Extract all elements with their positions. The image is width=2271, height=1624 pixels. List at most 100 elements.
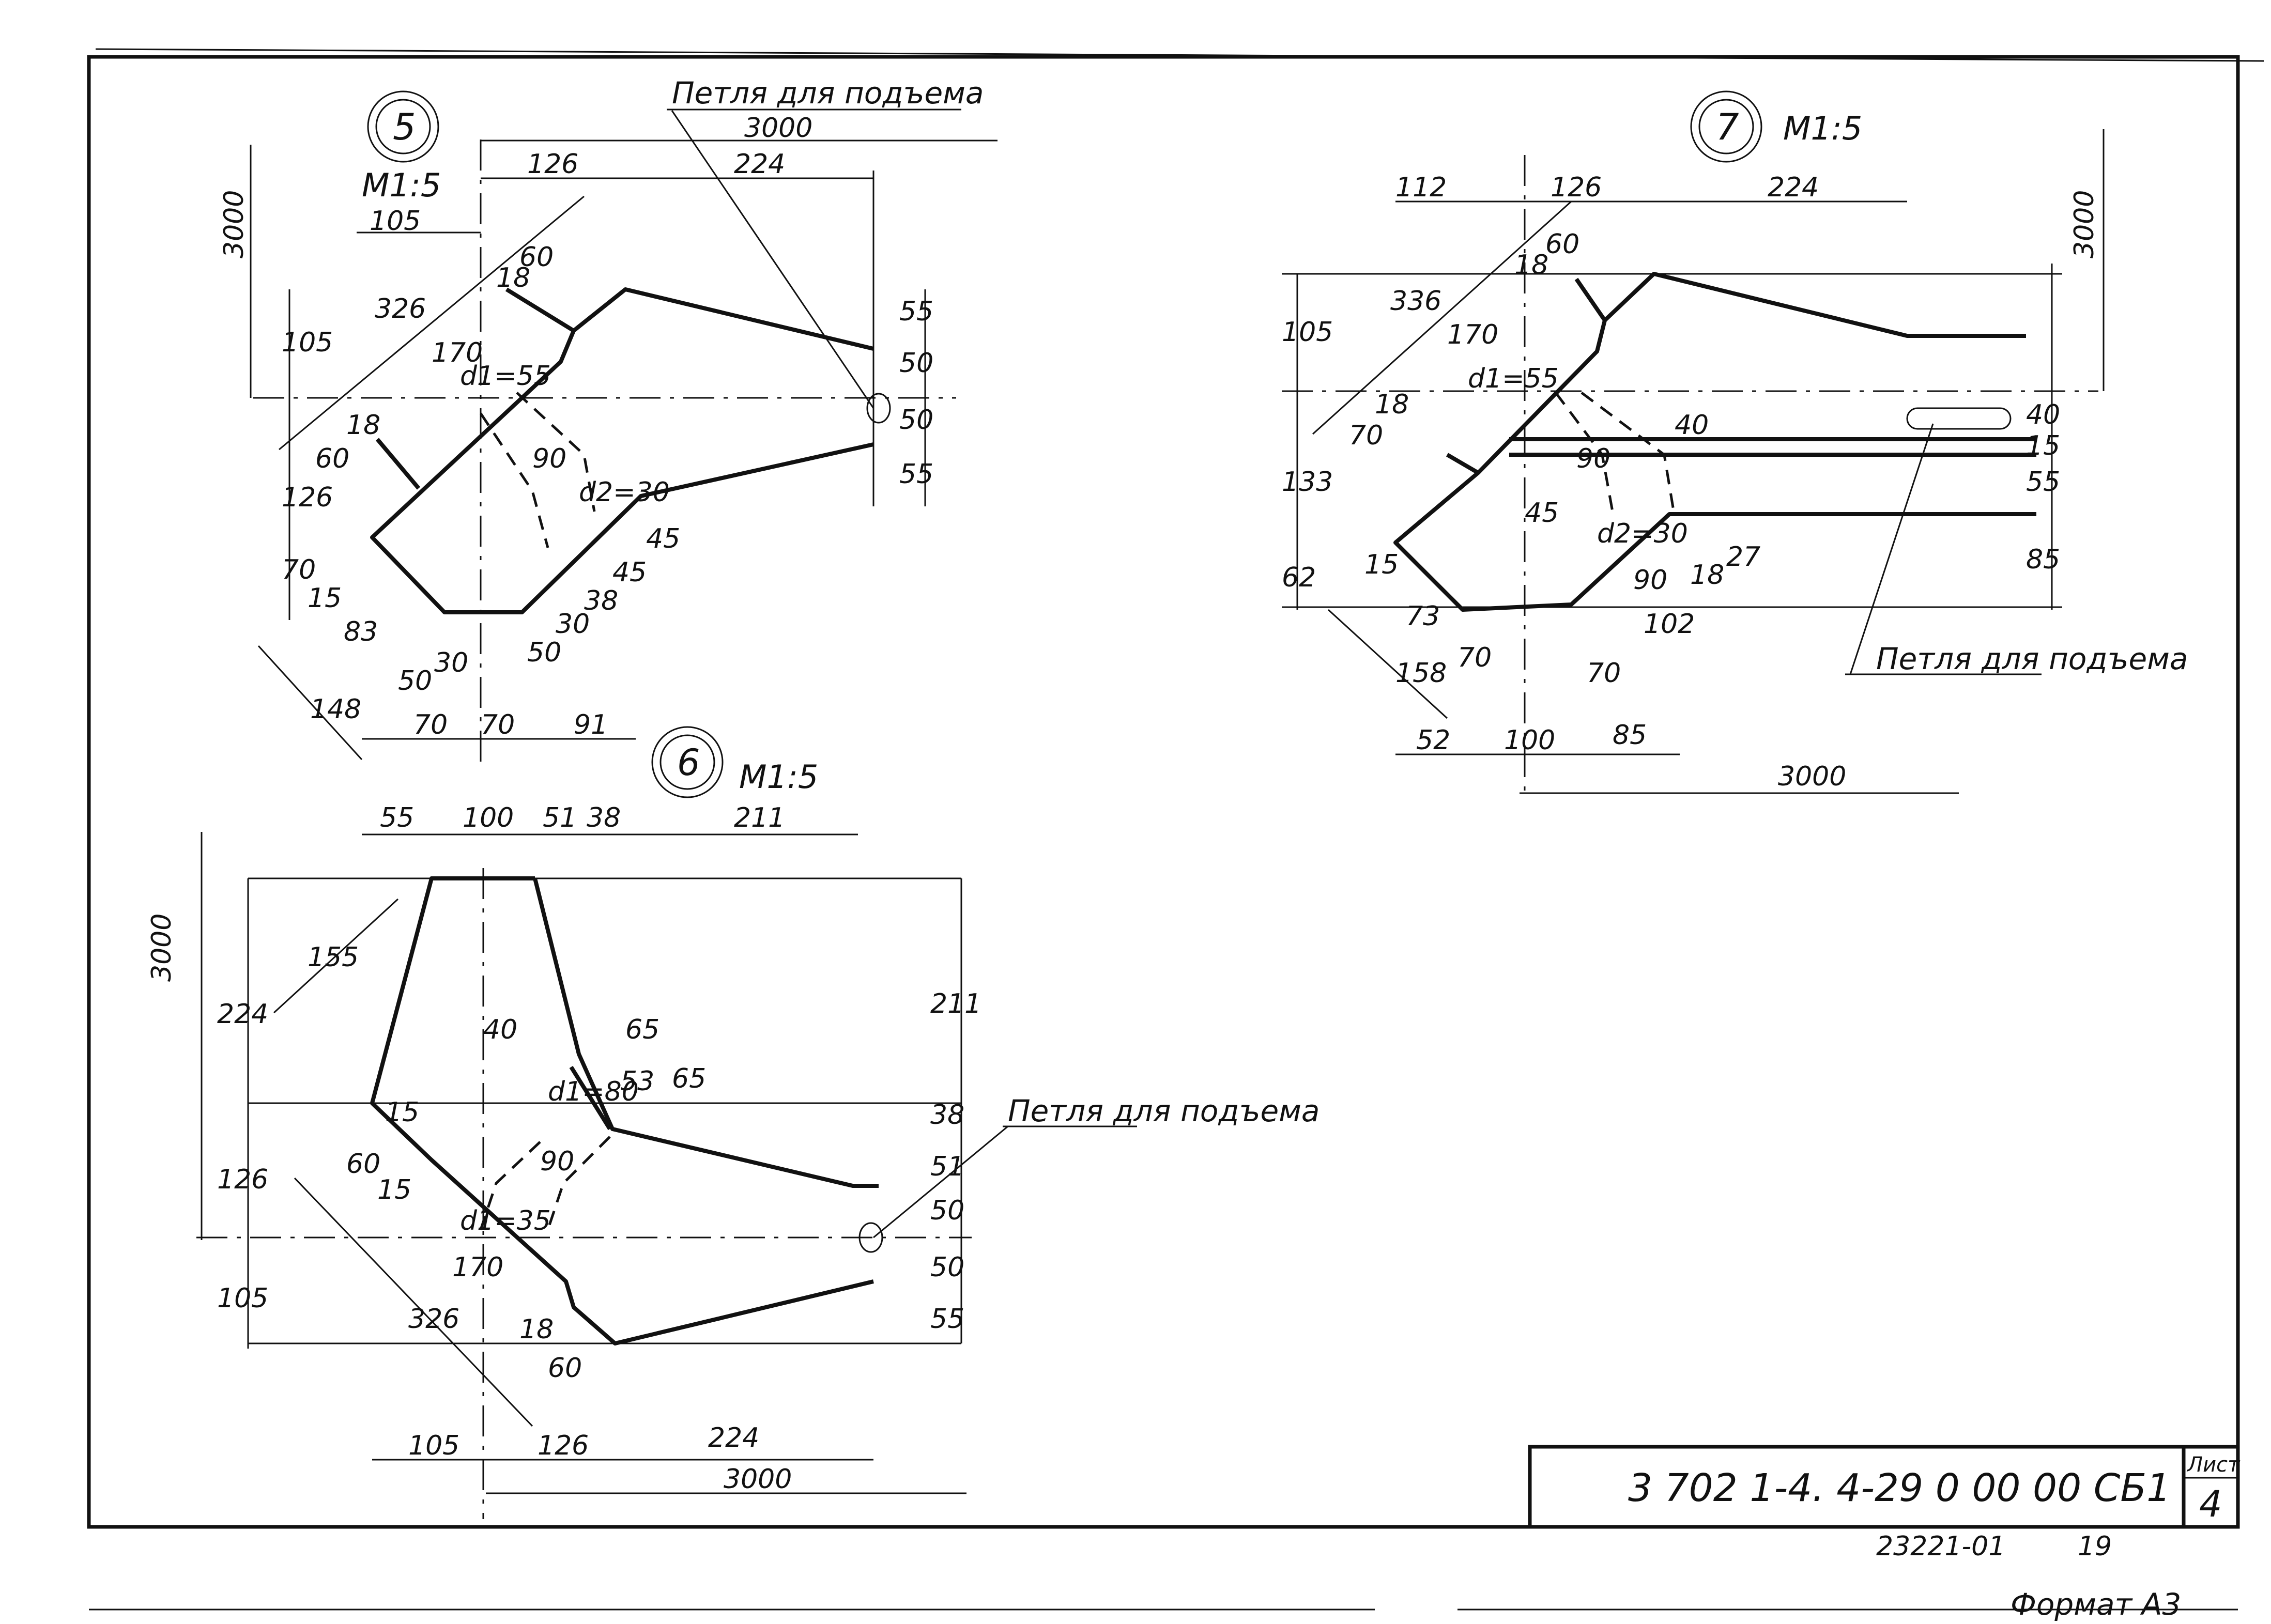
- view-6-loop-label: Петля для подъема: [1008, 1093, 1319, 1128]
- view-5-dim: 18: [346, 410, 380, 441]
- view-6-hidden-line-2: [546, 1136, 611, 1230]
- view-6-dim: 38: [930, 1100, 964, 1131]
- view-7-dim: 62: [1282, 562, 1316, 593]
- view-6-notch: [569, 1065, 612, 1131]
- view-6-dim: 224: [708, 1422, 759, 1453]
- view-5-dim: 30: [556, 609, 590, 640]
- view-6-dim: 53: [620, 1066, 654, 1097]
- view-7-dim: 70: [1349, 420, 1383, 451]
- archive-number: 23221-01: [1876, 1531, 2005, 1562]
- view-6-dim: 170: [452, 1252, 503, 1283]
- view-5-flange: [505, 287, 575, 333]
- view-6-dim: 50: [930, 1195, 964, 1226]
- view-5-dim: 55: [899, 296, 933, 327]
- view-6-dim: 51: [543, 802, 577, 833]
- view-7-dim: 15: [2026, 430, 2060, 461]
- drawing-frame: [87, 55, 2240, 1529]
- view-5-hidden-line-2: [516, 392, 596, 512]
- view-7-dim: d2=30: [1597, 518, 1688, 549]
- view-7-leader: [1849, 423, 1934, 675]
- view-5-dim: 105: [370, 206, 421, 237]
- view-6-dim: d1=35: [460, 1205, 551, 1236]
- view-6-dim: 126: [538, 1430, 589, 1461]
- view-7-loop-label: Петля для подъема: [1876, 641, 2188, 676]
- view-6-dim: d1=80: [548, 1076, 639, 1107]
- view-5-dim: 70: [481, 709, 515, 740]
- view-5-dim: d1=55: [460, 361, 551, 392]
- view-6-dim: 211: [734, 802, 785, 833]
- view-6-dim: 55: [380, 802, 414, 833]
- view-7-dim: 336: [1390, 286, 1441, 317]
- view-7-dim: 70: [1457, 642, 1492, 673]
- view-5-dim: 126: [282, 482, 333, 513]
- view-5-dim: 70: [413, 709, 448, 740]
- view-7-dim: 102: [1644, 609, 1695, 640]
- view-6-dim: 38: [587, 802, 621, 833]
- view-7-dim: 40: [2026, 399, 2060, 430]
- view-7-dim: 27: [1726, 542, 1760, 573]
- view-7-dim: 40: [1675, 410, 1709, 441]
- view-7-dim: 18: [1514, 250, 1548, 281]
- view-7-dim: 170: [1447, 319, 1498, 350]
- document-code: 3 702 1-4. 4-29 0 00 00 СБ1: [1628, 1466, 2171, 1510]
- view-5-lifting-loop: [866, 393, 891, 424]
- view-5-dim: 170: [432, 337, 483, 368]
- view-5-dim: 83: [344, 616, 378, 647]
- view-6-dimline-diagonal-155: [273, 898, 399, 1014]
- view-6-marker-outer: [651, 726, 724, 798]
- view-6-dim: 60: [548, 1353, 582, 1384]
- view-5-dim: 50: [899, 348, 933, 379]
- view-6-dim: 100: [463, 802, 514, 833]
- view-5-hidden-line: [479, 412, 549, 548]
- view-7-dim: 73: [1406, 601, 1440, 632]
- view-7-scale: М1:5: [1783, 110, 1862, 147]
- view-6-dim: 155: [308, 942, 359, 973]
- view-5-dim: 45: [612, 557, 647, 588]
- view-6-dim: 65: [672, 1063, 706, 1094]
- view-6-dim: 326: [408, 1304, 459, 1335]
- view-5-number: 5: [393, 106, 416, 148]
- view-5-marker-inner: [375, 99, 431, 154]
- view-7-flange: [1574, 277, 1607, 322]
- view-7-hidden-line-2: [1581, 392, 1676, 517]
- view-5-leader: [671, 110, 874, 409]
- view-6-dim: 15: [377, 1174, 411, 1205]
- view-7-number: 7: [1716, 106, 1739, 148]
- view-5-dim: 15: [308, 583, 342, 614]
- view-5-dim: 38: [584, 585, 618, 616]
- view-5-dim: 60: [315, 443, 349, 474]
- view-5-dim: 105: [282, 327, 333, 358]
- view-7-dim: 52: [1416, 725, 1450, 756]
- view-7-dim: d1=55: [1468, 363, 1559, 394]
- view-7-dim: 126: [1551, 172, 1602, 203]
- view-7-dim: 90: [1633, 565, 1667, 596]
- view-7-dim: 45: [1525, 498, 1559, 529]
- view-5-dim: 18: [496, 262, 530, 293]
- view-7-dimline-diagonal: [1312, 200, 1572, 435]
- view-6-dim: 126: [217, 1164, 268, 1195]
- view-5-dim: 30: [434, 647, 468, 678]
- view-7-dim: 60: [1545, 229, 1579, 260]
- view-5-dim: 50: [398, 666, 432, 697]
- view-5-scale: М1:5: [362, 166, 441, 204]
- view-7-dim: 85: [2026, 544, 2060, 575]
- view-5-dim: 326: [375, 293, 426, 324]
- view-5-inner-edge: [375, 438, 421, 490]
- view-5-dim: 90: [532, 443, 566, 474]
- view-7-dim: 224: [1768, 172, 1819, 203]
- view-6-dim: 105: [408, 1430, 459, 1461]
- view-7-hidden-line: [1555, 392, 1614, 512]
- view-5-dimline-diagonal: [279, 195, 585, 451]
- sheet-number: 4: [2199, 1483, 2222, 1525]
- view-7-dim: 158: [1395, 658, 1447, 689]
- view-6-dim: 224: [217, 999, 268, 1030]
- view-5-dim: 50: [527, 637, 561, 668]
- view-7-marker-inner: [1698, 99, 1754, 154]
- view-6-number: 6: [677, 741, 700, 784]
- view-6-lifting-loop: [858, 1222, 883, 1253]
- view-7-dim: 112: [1395, 172, 1447, 203]
- view-5-dim: 55: [899, 459, 933, 490]
- view-7-dim: 105: [1282, 317, 1333, 348]
- view-7-dim: 100: [1504, 725, 1555, 756]
